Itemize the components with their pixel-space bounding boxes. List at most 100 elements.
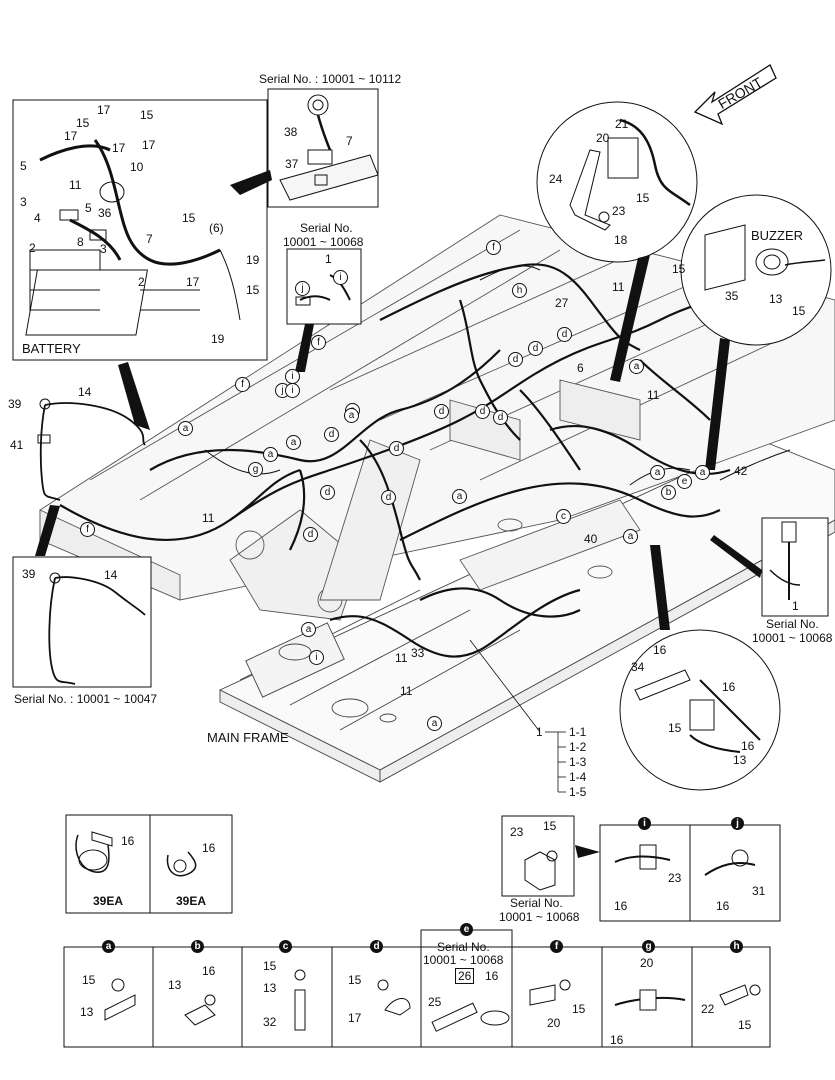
main-frame-part: 11 — [202, 511, 215, 525]
battery-part-label: 7 — [146, 232, 153, 246]
battery-part-label: 4 — [34, 211, 41, 225]
detail-e-letter: e — [460, 923, 473, 936]
bracket-circle — [536, 101, 698, 263]
serial-mid-caption-line1: Serial No. — [300, 221, 353, 235]
main-frame-part: 40 — [584, 532, 598, 546]
battery-part-label: 10 — [130, 160, 144, 174]
bracket-part: 15 — [636, 191, 650, 205]
detail-j-part: 31 — [752, 884, 766, 898]
serial-mid-part: 1 — [325, 252, 332, 266]
detail-e-caption-line2: 10001 ~ 10068 — [423, 953, 504, 967]
battery-part-label: 17 — [142, 138, 156, 152]
callout-d: d — [508, 352, 523, 367]
buzzer-part: 15 — [792, 304, 806, 318]
wire-harness — [59, 263, 761, 658]
left-harness-detail — [37, 398, 146, 501]
detail-c-part: 13 — [263, 981, 277, 995]
callout-a: a — [623, 529, 638, 544]
battery-part-label: 15 — [182, 211, 196, 225]
detail-e-caption-line1: Serial No. — [437, 940, 490, 954]
detail-e-part-boxed: 26 — [455, 968, 475, 984]
left-detail-part: 14 — [78, 385, 92, 399]
main-frame-part: 1-5 — [569, 785, 587, 799]
detail-j-letter: j — [731, 817, 744, 830]
serial-left-caption: Serial No. : 10001 ~ 10047 — [14, 692, 158, 706]
battery-part-label: 17 — [64, 129, 78, 143]
main-frame-part: 11 — [612, 280, 625, 294]
callout-i: i — [285, 369, 300, 384]
detail-a-part: 15 — [82, 973, 96, 987]
callout-d: d — [557, 327, 572, 342]
lower-right-part: 13 — [733, 753, 747, 767]
callout-f: f — [311, 335, 326, 350]
detail-h-part: 15 — [738, 1018, 752, 1032]
main-frame-part: 27 — [555, 296, 569, 310]
main-frame-part: 33 — [411, 646, 425, 660]
serial-bottom-pointer — [575, 845, 600, 858]
callout-d: d — [303, 527, 318, 542]
buzzer-title: BUZZER — [751, 228, 803, 243]
serial-top-box — [267, 88, 379, 208]
detail-c-part: 15 — [263, 959, 277, 973]
main-frame-part: 6 — [577, 361, 584, 375]
callout-a: a — [286, 435, 301, 450]
serial-bottom-part: 23 — [510, 825, 524, 839]
detail-c-letter: c — [279, 940, 292, 953]
bracket-part: 24 — [549, 172, 563, 186]
callout-d: d — [389, 441, 404, 456]
callout-i: i — [285, 383, 300, 398]
callout-a: a — [178, 421, 193, 436]
detail-d-part: 15 — [348, 973, 362, 987]
callout-a: a — [427, 716, 442, 731]
callout-a: a — [695, 465, 710, 480]
detail-i-part: 16 — [614, 899, 628, 913]
lower-right-part: 16 — [741, 739, 755, 753]
serial-top-part: 37 — [285, 157, 299, 171]
detail-j-part: 16 — [716, 899, 730, 913]
clamp-box-1 — [65, 814, 151, 914]
battery-part-label: 17 — [112, 141, 126, 155]
clamp-box-qty: 39EA — [93, 894, 124, 908]
serial-right-caption-line1: Serial No. — [766, 617, 819, 631]
battery-title: BATTERY — [22, 341, 81, 356]
detail-i-letter: i — [638, 817, 651, 830]
lower-right-circle — [619, 629, 781, 791]
detail-d-part: 17 — [348, 1011, 362, 1025]
battery-part-label: 3 — [20, 195, 27, 209]
main-frame-part: 1-4 — [569, 770, 587, 784]
lower-right-part: 16 — [653, 643, 667, 657]
battery-part-label: 15 — [246, 283, 260, 297]
bracket-part: 18 — [614, 233, 628, 247]
battery-part-label: 19 — [211, 332, 225, 346]
bracket-part: 21 — [615, 117, 629, 131]
serial-left-part: 39 — [22, 567, 36, 581]
lower-right-part: 34 — [631, 660, 645, 674]
callout-f: f — [80, 522, 95, 537]
serial-left-box — [12, 556, 152, 688]
main-frame-part: 11 — [647, 388, 660, 402]
detail-e-part: 25 — [428, 995, 442, 1009]
callout-e: e — [677, 474, 692, 489]
main-frame-part: 1-2 — [569, 740, 587, 754]
buzzer-part: 15 — [672, 262, 686, 276]
battery-box — [12, 99, 268, 361]
callout-a: a — [344, 408, 359, 423]
callout-d: d — [493, 410, 508, 425]
bracket-part: 20 — [596, 131, 610, 145]
buzzer-circle — [680, 194, 832, 346]
callout-a: a — [629, 359, 644, 374]
callout-c: c — [556, 509, 571, 524]
detail-e-part: 16 — [485, 969, 499, 983]
detail-f-part: 15 — [572, 1002, 586, 1016]
callout-d: d — [528, 341, 543, 356]
callout-d: d — [434, 404, 449, 419]
ij-box — [599, 824, 781, 922]
buzzer-part: 35 — [725, 289, 739, 303]
battery-part-label: 15 — [76, 116, 90, 130]
serial-mid-pointer — [295, 324, 314, 372]
detail-b-part: 13 — [168, 978, 182, 992]
clamp-box-qty: 39EA — [176, 894, 207, 908]
callout-f: f — [486, 240, 501, 255]
bottom-strip — [63, 929, 771, 1048]
